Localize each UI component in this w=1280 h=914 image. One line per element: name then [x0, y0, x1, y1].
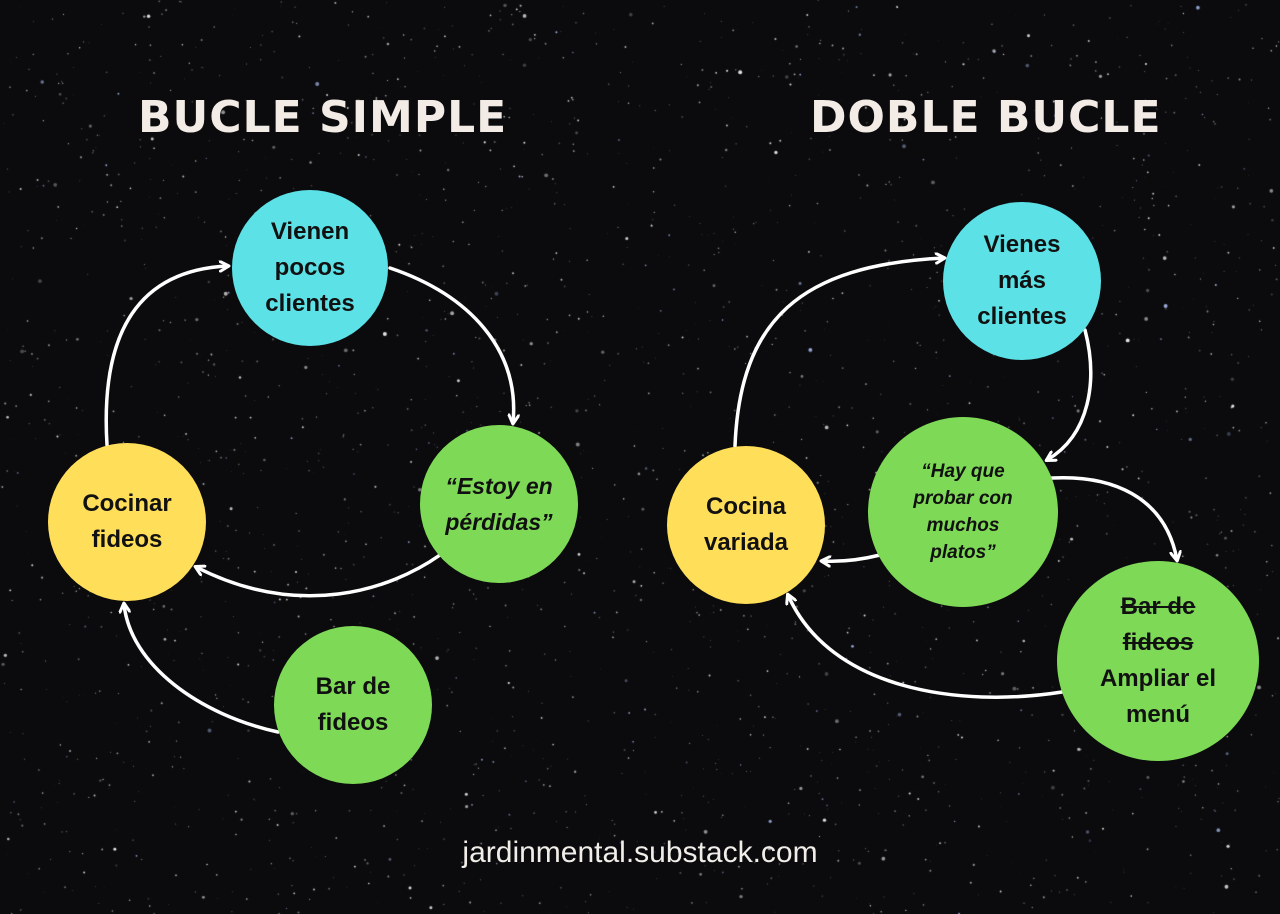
node-line: “Estoy en — [445, 473, 553, 499]
node-line: clientes — [265, 290, 355, 317]
arrow-right-to-left — [196, 553, 442, 598]
node-vienes-mas-clientes: Vienes más clientes — [943, 202, 1101, 360]
arrow-center-to-left-double — [822, 553, 882, 561]
arrow-top-to-center-double — [1047, 328, 1093, 460]
node-line: variada — [703, 529, 789, 556]
node-line: platos” — [930, 542, 996, 563]
node-ampliar-el-menu: Bar de fideos Ampliar el menú — [1057, 561, 1259, 761]
node-cocina-variada: Cocina variada — [667, 446, 825, 604]
node-line: Cocina — [705, 493, 786, 520]
node-line: pocos — [274, 254, 346, 281]
node-bar-de-fideos: Bar de fideos — [274, 626, 432, 784]
arrow-center-to-bottom-double — [1050, 475, 1177, 560]
title-double-loop: DOBLE BUCLE — [810, 92, 1162, 143]
node-line: Ampliar el — [1099, 665, 1217, 692]
node-line: muchos — [926, 515, 1000, 536]
node-line: fideos — [91, 526, 163, 553]
arrow-bottom-to-left-double — [788, 595, 1064, 699]
node-line: Vienen — [270, 218, 350, 245]
struck-line: Bar de — [1120, 593, 1196, 620]
arrow-left-to-top-double — [733, 258, 944, 448]
arrow-bottom-to-left — [124, 604, 280, 734]
arrow-top-to-right — [388, 266, 514, 423]
node-estoy-en-perdidas: “Estoy en pérdidas” — [420, 425, 578, 583]
footer-url: jardinmental.substack.com — [462, 836, 818, 869]
node-line: menú — [1125, 701, 1190, 728]
node-hay-que-probar: “Hay que probar con muchos platos” — [868, 417, 1058, 607]
arrow-left-to-top — [104, 266, 228, 447]
node-cocinar-fideos: Cocinar fideos — [48, 443, 206, 601]
node-vienen-pocos-clientes: Vienen pocos clientes — [232, 190, 388, 346]
node-line: probar con — [913, 488, 1013, 509]
node-line: pérdidas” — [445, 509, 553, 535]
node-line: “Hay que — [921, 461, 1005, 482]
node-line: Bar de — [315, 673, 391, 700]
node-line: Vienes — [983, 231, 1061, 258]
node-line: fideos — [317, 709, 389, 736]
node-line: clientes — [977, 303, 1067, 330]
struck-line: fideos — [1122, 629, 1194, 656]
title-simple-loop: BUCLE SIMPLE — [138, 92, 508, 143]
node-line: más — [997, 267, 1047, 294]
node-line: Cocinar — [82, 490, 172, 517]
